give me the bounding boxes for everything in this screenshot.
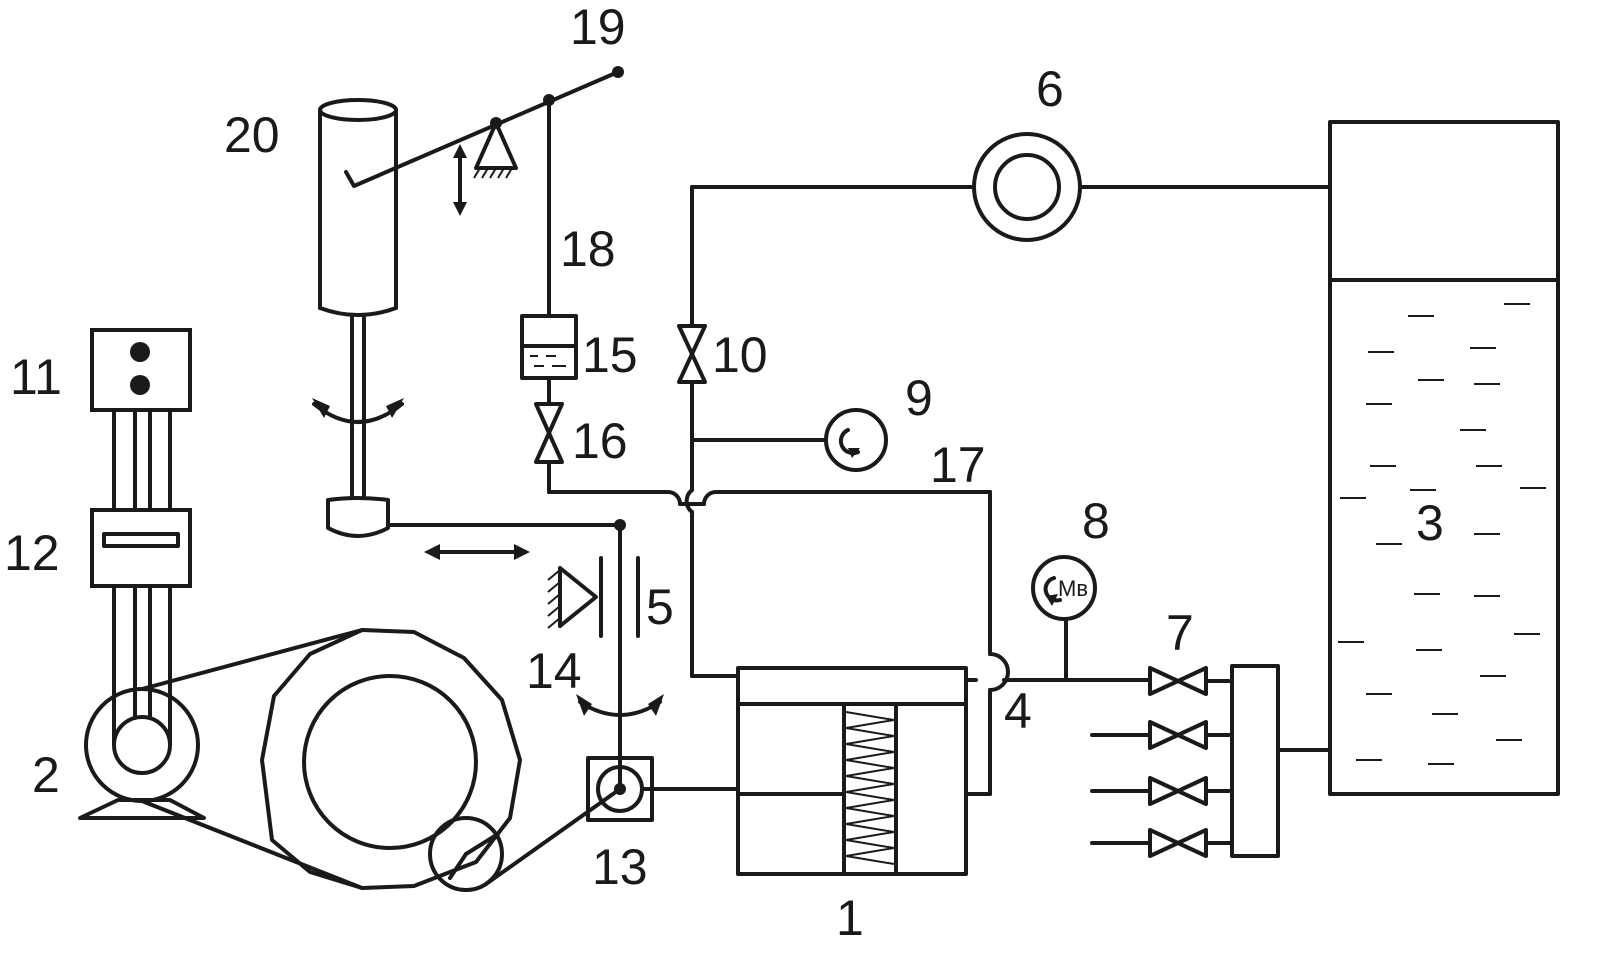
label-19: 19 [570, 0, 626, 55]
gauge-9: 9 [824, 370, 933, 472]
label-11: 11 [10, 349, 62, 405]
crank-13: 13 [484, 756, 740, 895]
label-9: 9 [905, 370, 933, 426]
motor-2: 2 [32, 628, 364, 890]
line-17: 17 [547, 437, 1010, 796]
label-1: 1 [836, 890, 864, 946]
pressure-line-4: 4 [964, 618, 1152, 739]
label-5: 5 [646, 579, 674, 635]
label-7: 7 [1166, 605, 1194, 661]
label-2: 2 [32, 747, 60, 803]
rod-18: 18 [547, 98, 616, 318]
label-12: 12 [4, 525, 60, 581]
label-13: 13 [592, 839, 648, 895]
hydraulic-cylinder-1: 1 [736, 666, 968, 946]
label-18: 18 [560, 221, 616, 277]
label-3: 3 [1416, 495, 1444, 551]
spring [845, 711, 895, 865]
block-12: 12 [4, 508, 192, 588]
label-20: 20 [224, 107, 280, 163]
linkage: 5 14 [386, 519, 674, 792]
valve-10: 10 [677, 324, 768, 384]
label-17: 17 [930, 437, 986, 493]
cylinder-20: 20 [224, 98, 404, 538]
oil-cup-15: 15 [520, 314, 638, 383]
label-10: 10 [712, 327, 768, 383]
flywheel [260, 628, 522, 890]
valves-7: 7 [1090, 605, 1332, 858]
gauge-8: Мв 8 [1031, 493, 1110, 621]
lever-19: 19 [344, 0, 626, 216]
label-16: 16 [572, 413, 628, 469]
gauge-8-text: Мв [1058, 576, 1088, 601]
pump-6: 6 [972, 61, 1082, 242]
main-vertical-line [684, 380, 828, 678]
return-line [690, 185, 1332, 328]
label-14: 14 [526, 643, 582, 699]
valve-16: 16 [534, 376, 628, 469]
label-15: 15 [582, 327, 638, 383]
small-pulley [428, 816, 504, 892]
label-6: 6 [1036, 61, 1064, 117]
tank-3: 3 [1328, 120, 1560, 796]
block-11: 11 [10, 328, 192, 412]
tank-liquid-dashes [1338, 303, 1546, 765]
label-8: 8 [1082, 493, 1110, 549]
label-4: 4 [1004, 683, 1032, 739]
